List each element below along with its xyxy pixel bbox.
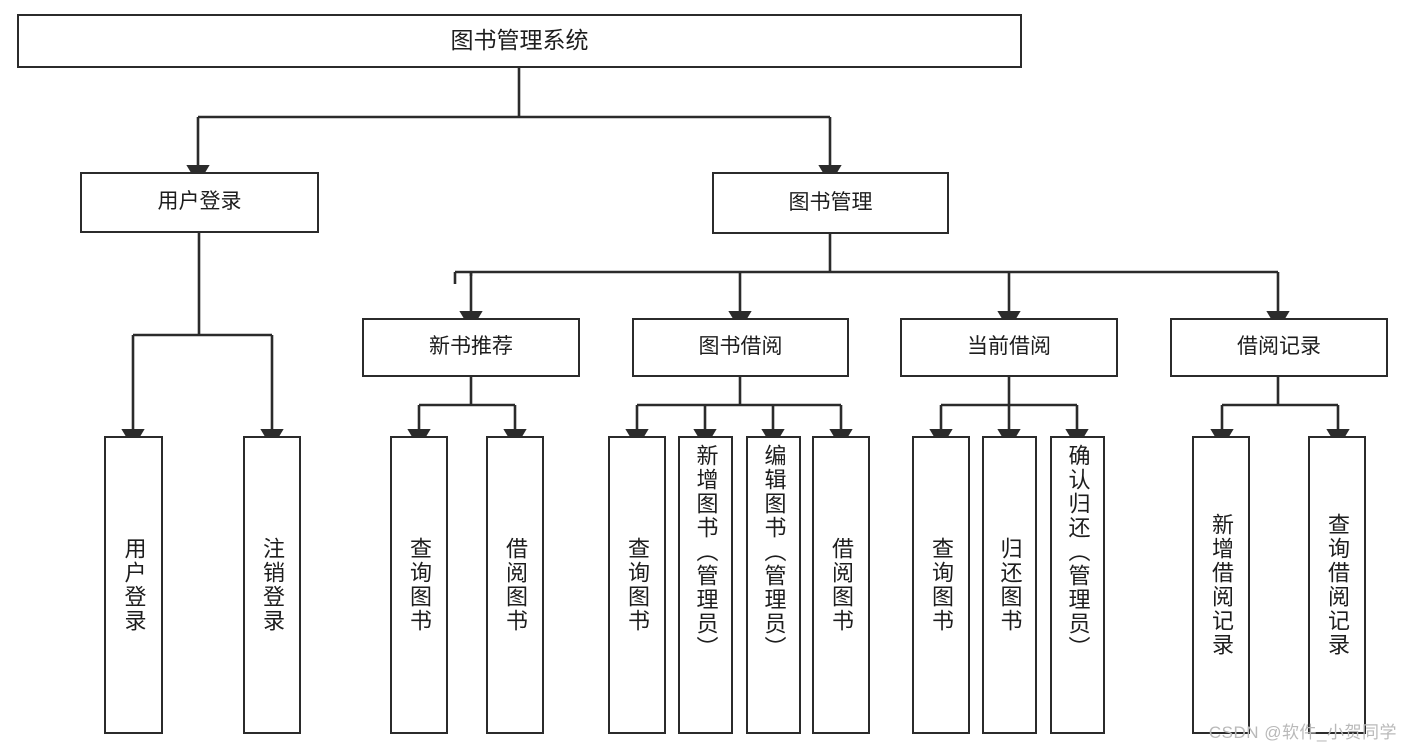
node-label: 图书管理系统 [450, 27, 589, 54]
node-book-management[interactable]: 图书管理 [712, 172, 949, 234]
node-label: 图书管理 [788, 190, 873, 214]
node-label: 注销登录 [260, 537, 285, 633]
node-leaf-query-book-borrow[interactable]: 查询图书 [608, 436, 666, 734]
node-leaf-borrow-book[interactable]: 借阅图书 [812, 436, 870, 734]
node-label: 查询图书 [407, 537, 432, 633]
node-leaf-add-book[interactable]: 新增图书（管理员） [678, 436, 733, 734]
node-label: 图书借阅 [698, 335, 783, 359]
node-label: 用户登录 [121, 537, 147, 633]
node-label: 新增借阅记录 [1209, 513, 1234, 657]
node-label: 查询借阅记录 [1325, 513, 1350, 657]
node-leaf-query-book-current[interactable]: 查询图书 [912, 436, 970, 734]
node-label: 查询图书 [625, 537, 650, 633]
node-label: 借阅图书 [503, 537, 528, 633]
node-leaf-query-book-recommend[interactable]: 查询图书 [390, 436, 448, 734]
node-leaf-edit-book[interactable]: 编辑图书（管理员） [746, 436, 801, 734]
node-borrow-record[interactable]: 借阅记录 [1170, 318, 1388, 377]
watermark-text: CSDN @软件_小贺同学 [1208, 723, 1397, 742]
node-book-borrow[interactable]: 图书借阅 [632, 318, 849, 377]
node-label: 借阅图书 [829, 537, 854, 633]
node-user-login[interactable]: 用户登录 [80, 172, 319, 233]
node-label: 确认归还（管理员） [1065, 444, 1091, 660]
node-leaf-query-borrow-record[interactable]: 查询借阅记录 [1308, 436, 1366, 734]
node-leaf-return-book[interactable]: 归还图书 [982, 436, 1037, 734]
node-label: 借阅记录 [1237, 335, 1321, 359]
node-label: 归还图书 [997, 537, 1023, 633]
node-label: 新增图书（管理员） [693, 444, 719, 660]
node-root-book-management-system[interactable]: 图书管理系统 [17, 14, 1022, 68]
node-label: 新书推荐 [429, 335, 513, 359]
node-label: 编辑图书（管理员） [761, 444, 787, 660]
node-new-book-recommend[interactable]: 新书推荐 [362, 318, 580, 377]
node-leaf-borrow-book-recommend[interactable]: 借阅图书 [486, 436, 544, 734]
node-leaf-user-login[interactable]: 用户登录 [104, 436, 163, 734]
node-leaf-user-logout[interactable]: 注销登录 [243, 436, 301, 734]
node-leaf-confirm-return[interactable]: 确认归还（管理员） [1050, 436, 1105, 734]
node-leaf-add-borrow-record[interactable]: 新增借阅记录 [1192, 436, 1250, 734]
node-label: 查询图书 [929, 537, 954, 633]
node-label: 当前借阅 [967, 335, 1051, 359]
node-label: 用户登录 [157, 190, 242, 214]
node-current-borrow[interactable]: 当前借阅 [900, 318, 1118, 377]
